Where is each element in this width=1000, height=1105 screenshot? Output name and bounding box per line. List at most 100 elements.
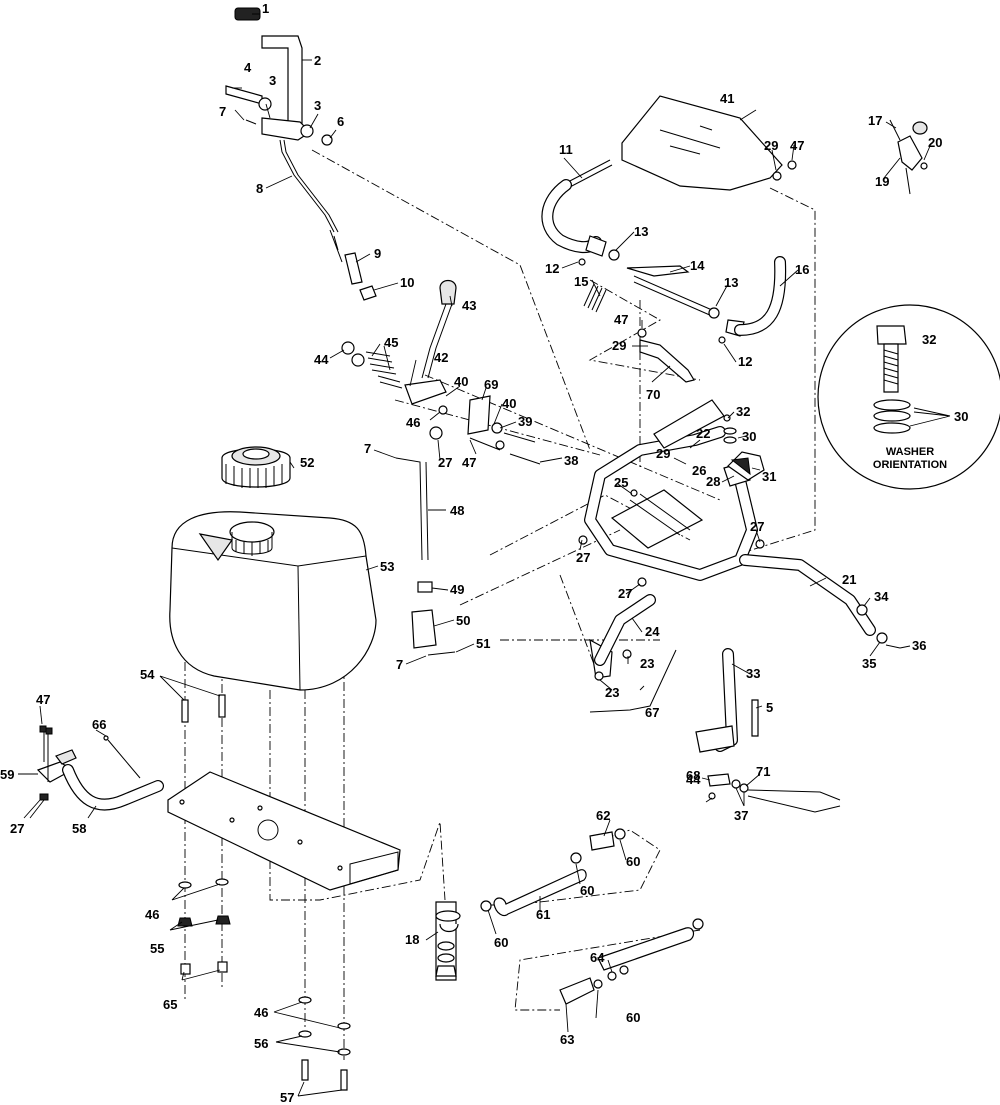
callout-47: 47 [462,455,476,470]
callout-62: 62 [596,808,610,823]
callout-3: 3 [269,73,276,88]
callout-41: 41 [720,91,734,106]
callout-22: 22 [696,426,710,441]
callout-8: 8 [256,181,263,196]
callout-27: 27 [438,455,452,470]
callout-4: 4 [244,60,252,75]
callout-14: 14 [690,258,705,273]
callout-68: 68 [686,768,700,783]
callout-32: 32 [922,332,936,347]
hardware-stacks [178,879,350,1090]
washer-orientation-inset: WASHER ORIENTATION [818,305,1000,489]
callout-17: 17 [868,113,882,128]
callout-2: 2 [314,53,321,68]
callout-54: 54 [140,667,155,682]
callout-45: 45 [384,335,398,350]
callout-66: 66 [92,717,106,732]
callout-46: 46 [145,907,159,922]
inset-label-washer: WASHER [886,446,934,458]
callout-25: 25 [614,475,628,490]
callout-3: 3 [314,98,321,113]
callout-48: 48 [450,503,464,518]
callout-7: 7 [364,441,371,456]
callout-27: 27 [750,519,764,534]
callout-7: 7 [396,657,403,672]
callout-13: 13 [724,275,738,290]
callout-49: 49 [450,582,464,597]
callout-57: 57 [280,1090,294,1105]
mounting-plate [168,772,400,890]
callout-59: 59 [0,767,14,782]
fuel-line-assembly [436,829,703,1004]
callout-67: 67 [645,705,659,720]
callout-53: 53 [380,559,394,574]
callout-42: 42 [434,350,448,365]
callout-23: 23 [640,656,654,671]
callout-6: 6 [337,114,344,129]
brake-lever-assembly [696,654,840,812]
callout-60: 60 [626,1010,640,1025]
callout-15: 15 [574,274,588,289]
callout-29: 29 [764,138,778,153]
callout-38: 38 [564,453,578,468]
callout-30: 30 [742,429,756,444]
callout-47: 47 [790,138,804,153]
callout-63: 63 [560,1032,574,1047]
leader-lines [18,14,930,1096]
callout-30: 30 [954,409,968,424]
callout-32: 32 [736,404,750,419]
studs [182,695,225,722]
callout-56: 56 [254,1036,268,1051]
callout-69: 69 [484,377,498,392]
callout-28: 28 [706,474,720,489]
callout-29: 29 [656,446,670,461]
callout-9: 9 [374,246,381,261]
callout-12: 12 [545,261,559,276]
callout-37: 37 [734,808,748,823]
callout-71: 71 [756,764,770,779]
callout-21: 21 [842,572,856,587]
lever-assembly [226,8,376,300]
callout-60: 60 [494,935,508,950]
callout-35: 35 [862,656,876,671]
callout-24: 24 [645,624,660,639]
callout-27: 27 [10,821,24,836]
callout-60: 60 [580,883,594,898]
callout-58: 58 [72,821,86,836]
callout-43: 43 [462,298,476,313]
callout-19: 19 [875,174,889,189]
callout-5: 5 [766,700,773,715]
callout-46: 46 [406,415,420,430]
callout-39: 39 [518,414,532,429]
cable-assembly [547,160,780,382]
callout-18: 18 [405,932,419,947]
callout-47: 47 [614,312,628,327]
callout-50: 50 [456,613,470,628]
callout-33: 33 [746,666,760,681]
callout-13: 13 [634,224,648,239]
callout-34: 34 [874,589,889,604]
callout-55: 55 [150,941,164,956]
callout-46: 46 [254,1005,268,1020]
callout-29: 29 [612,338,626,353]
callout-12: 12 [738,354,752,369]
callout-26: 26 [692,463,706,478]
callout-47: 47 [36,692,50,707]
callout-27: 27 [576,550,590,565]
callout-23: 23 [605,685,619,700]
callout-40: 40 [502,396,516,411]
inset-label-orientation: ORIENTATION [873,459,947,471]
callout-44: 44 [314,352,329,367]
callout-61: 61 [536,907,550,922]
fuel-tank-assembly [170,447,376,690]
callout-64: 64 [590,950,605,965]
callout-27: 27 [618,586,632,601]
valve-assembly [890,120,927,194]
callout-31: 31 [762,469,776,484]
callout-11: 11 [559,142,573,157]
fuel-line-bracket [38,726,158,805]
callout-20: 20 [928,135,942,150]
callout-7: 7 [219,104,226,119]
callout-51: 51 [476,636,490,651]
